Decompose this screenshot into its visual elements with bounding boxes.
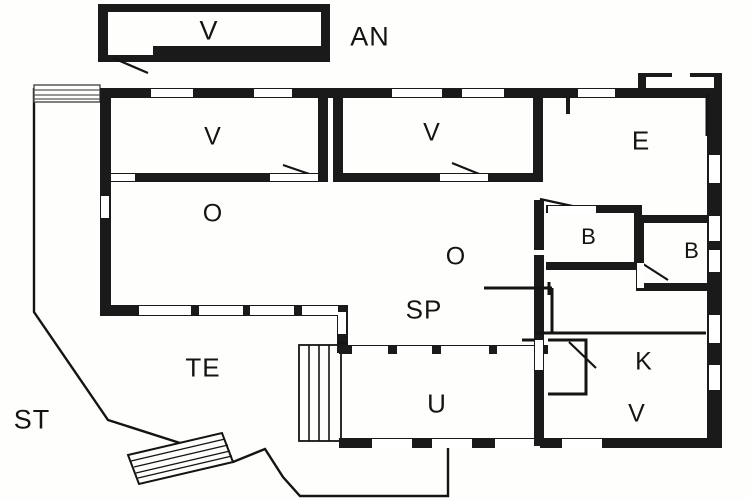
window-right-1 — [709, 155, 720, 183]
wall-utility-right — [534, 350, 544, 446]
door-openings — [111, 174, 644, 370]
wall-bedroom-left-bottom — [111, 173, 321, 182]
room-label-bedroom-br: V — [628, 399, 646, 428]
window-living-bottom-2 — [199, 306, 243, 315]
window-right-5 — [709, 365, 720, 390]
window-top-1 — [151, 89, 193, 97]
door-opening-bath-left — [548, 206, 596, 213]
wall-bath-right-top — [644, 215, 708, 223]
steps-hatch-bottom-left — [126, 431, 235, 486]
wall-bath-left-bottom — [546, 262, 642, 270]
door-opening-bedroom-br — [535, 340, 543, 370]
room-label-bath-left: B — [581, 224, 597, 249]
room-label-kitchen: K — [635, 347, 653, 376]
room-label-utility: U — [427, 388, 447, 419]
room-label-living-left: O — [202, 199, 224, 228]
room-label-bedroom-mid: V — [423, 118, 441, 147]
wall-bedroom-divider-2 — [333, 98, 343, 182]
window-utility-top-2 — [397, 346, 432, 354]
closet-line — [548, 338, 588, 396]
window-right-2 — [709, 216, 720, 241]
window-living-bottom-1 — [139, 306, 191, 315]
door-swing-bath-right — [639, 261, 669, 281]
utility-floor — [339, 350, 548, 447]
room-label-bath-right: B — [684, 238, 700, 263]
room-label-fireplace: SP — [405, 294, 443, 325]
room-label-bedroom-left: V — [204, 122, 222, 151]
deck-hatch-top-left — [33, 84, 101, 103]
thin-interior-lines — [337, 94, 709, 396]
wall-bath-right-bottom — [636, 283, 708, 291]
wall-bath-left-upper — [534, 200, 544, 250]
window-bottom-1 — [372, 439, 412, 448]
wall-entry-notch-right — [714, 73, 722, 91]
room-label-entrance: E — [631, 125, 651, 156]
wall-bath-left-lower — [534, 255, 544, 350]
window-top-3 — [392, 89, 442, 97]
window-bottom-3 — [495, 439, 540, 448]
window-bottom-4 — [562, 439, 602, 448]
room-label-site: ST — [13, 404, 51, 435]
room-label-living-mid: O — [445, 242, 467, 271]
wall-bedroom-divider-1 — [318, 98, 328, 182]
window-top-2 — [254, 89, 292, 97]
steps-hatch-utility — [298, 344, 342, 442]
window-top-4 — [462, 89, 504, 97]
window-living-bottom-4 — [302, 306, 338, 315]
window-living-jog-1 — [338, 312, 346, 334]
door-opening-bedroom-left — [270, 174, 318, 181]
window-utility-top-1 — [352, 346, 388, 354]
wall-entry-notch-top — [638, 73, 672, 77]
room-label-annex: AN — [350, 21, 390, 52]
site-left-boundary — [32, 88, 181, 445]
window-utility-top-4 — [497, 346, 535, 354]
window-bottom-2 — [432, 439, 472, 448]
wall-entry-notch-left — [638, 73, 646, 91]
annex-building — [98, 4, 330, 75]
door-opening-living-left — [111, 174, 135, 181]
door-swing-bedroom-br — [568, 341, 597, 369]
window-living-bottom-3 — [250, 306, 294, 315]
door-opening-bath-right — [637, 263, 644, 288]
wall-entry-stub — [566, 88, 570, 114]
wall-bath-right-left — [636, 215, 644, 290]
window-utility-top-3 — [441, 346, 489, 354]
annex-door-opening — [108, 46, 153, 55]
window-top-5 — [578, 89, 615, 97]
wall-openings — [101, 89, 720, 448]
door-opening-bedroom-mid — [440, 174, 488, 181]
wall-bedroom-mid-right — [533, 98, 543, 182]
window-left-1 — [101, 196, 109, 218]
room-label-annex-v: V — [199, 15, 219, 46]
window-right-3 — [709, 250, 720, 272]
room-label-terrace: TE — [185, 352, 221, 383]
annex-bottom-wall — [153, 46, 321, 55]
wall-entry-notch-top2 — [690, 73, 722, 77]
annex-door-swing — [112, 56, 149, 75]
window-right-4 — [709, 315, 720, 343]
